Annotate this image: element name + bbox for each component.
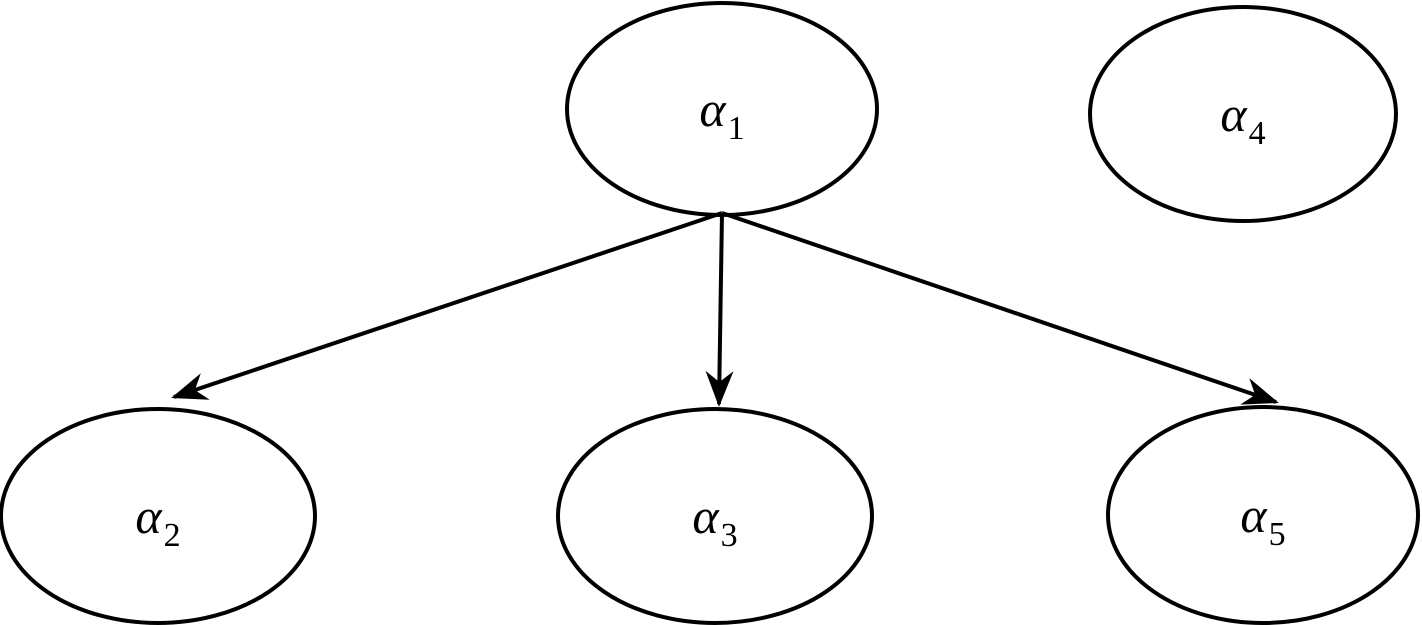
edge-alpha1-to-alpha2	[171, 211, 723, 400]
node-alpha5-label: α5	[1240, 487, 1285, 553]
edge-group	[171, 211, 1279, 407]
node-alpha3-ellipse	[556, 407, 874, 625]
node-alpha3-label-base: α	[692, 488, 720, 544]
node-alpha5-ellipse	[1106, 405, 1420, 625]
node-alpha2-label-sub: 2	[164, 517, 181, 554]
node-alpha1-label-sub: 1	[728, 110, 745, 147]
node-alpha3-label-sub: 3	[721, 517, 738, 554]
node-alpha5-label-base: α	[1240, 487, 1268, 543]
node-alpha5: α5	[1106, 405, 1420, 625]
node-alpha4-label: α4	[1220, 86, 1265, 152]
edge-alpha1-to-alpha3	[705, 212, 734, 407]
node-alpha4-label-base: α	[1220, 86, 1248, 142]
node-alpha1-label: α1	[699, 81, 744, 147]
node-alpha4-label-sub: 4	[1249, 115, 1266, 152]
node-alpha2-ellipse	[0, 407, 317, 625]
node-alpha1: α1	[565, 1, 879, 217]
node-alpha5-label-sub: 5	[1269, 516, 1286, 553]
node-alpha2-label-base: α	[135, 488, 163, 544]
node-alpha4-ellipse	[1088, 5, 1398, 223]
node-alpha1-label-base: α	[699, 81, 727, 137]
node-alpha2: α2	[0, 407, 317, 625]
node-alpha3-label: α3	[692, 488, 737, 554]
node-alpha3: α3	[556, 407, 874, 625]
node-alpha1-ellipse	[565, 1, 879, 217]
node-alpha2-label: α2	[135, 488, 180, 554]
edge-alpha1-to-alpha5	[721, 211, 1279, 405]
node-alpha4: α4	[1088, 5, 1398, 223]
